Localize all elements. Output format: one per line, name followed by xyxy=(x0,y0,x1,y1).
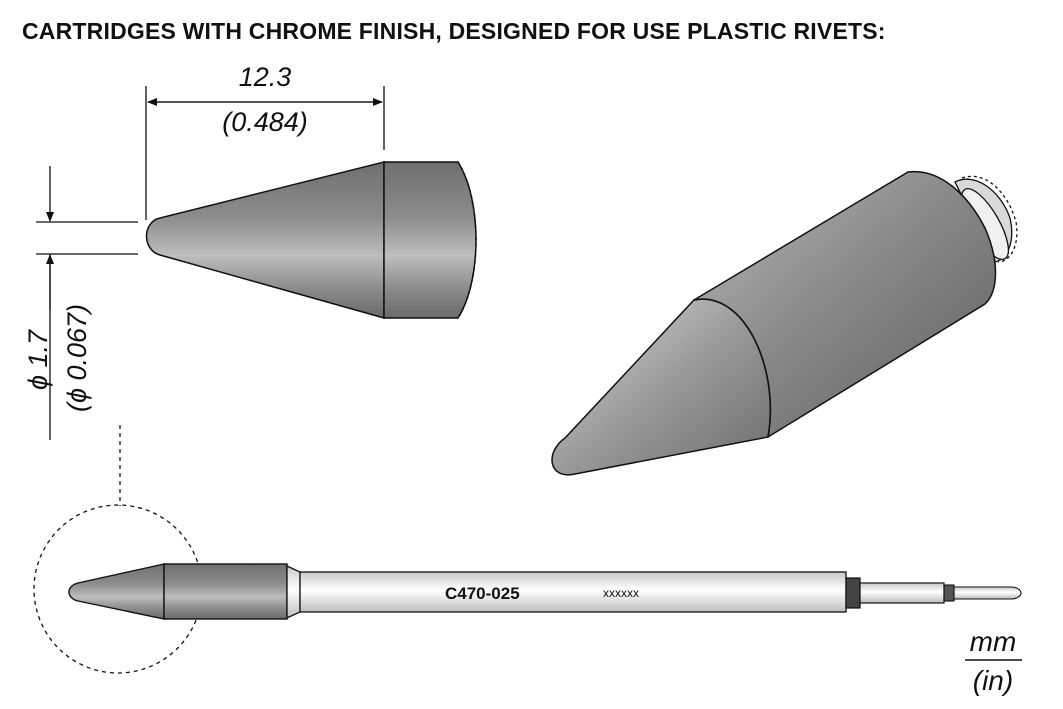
length-mm-label: 12.3 xyxy=(239,62,292,92)
tip-3d-view xyxy=(551,170,1018,476)
tip-3d-body xyxy=(692,170,997,439)
tip-side-view xyxy=(145,161,477,319)
cartridge-ring xyxy=(845,577,861,609)
broken-edge-line xyxy=(457,161,477,319)
diameter-mm-label: ϕ 1.7 xyxy=(23,329,53,390)
tip-3d-cone xyxy=(551,298,772,476)
tip-cone xyxy=(145,161,385,319)
cartridge-pin xyxy=(953,586,1022,600)
unit-mm: mm xyxy=(970,626,1017,657)
cartridge-shaft xyxy=(299,571,847,613)
page-title: CARTRIDGES WITH CHROME FINISH, DESIGNED … xyxy=(22,18,886,44)
unit-in: (in) xyxy=(973,665,1013,696)
full-cartridge: C470-025 xxxxxx xyxy=(33,425,1022,674)
tip-body xyxy=(383,161,477,319)
units-legend: mm (in) xyxy=(965,626,1022,696)
length-in-label: (0.484) xyxy=(222,107,308,137)
part-number: C470-025 xyxy=(445,584,520,603)
cartridge-cone xyxy=(68,563,165,620)
serial-code: xxxxxx xyxy=(603,586,639,600)
cartridge-body xyxy=(163,563,288,620)
diameter-dimension: ϕ 1.7 (ϕ 0.067) xyxy=(23,166,138,440)
diameter-in-label: (ϕ 0.067) xyxy=(62,304,92,412)
length-dimension: 12.3 (0.484) xyxy=(145,62,385,220)
